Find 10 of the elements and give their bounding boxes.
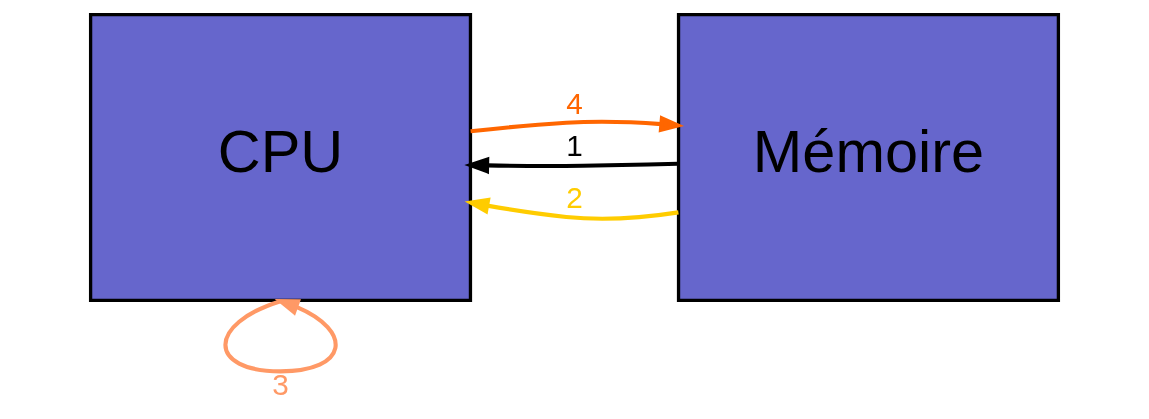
arrow [470,115,685,134]
edge-label: 2 [566,180,583,214]
node-box: CPU [88,12,473,302]
arrow [464,197,679,221]
edge-label: 3 [272,368,289,402]
arrow [464,156,679,175]
arrow [223,299,338,374]
edge-label: 1 [566,129,583,163]
node-box: Mémoire [676,12,1061,302]
edge-label: 4 [566,86,583,120]
